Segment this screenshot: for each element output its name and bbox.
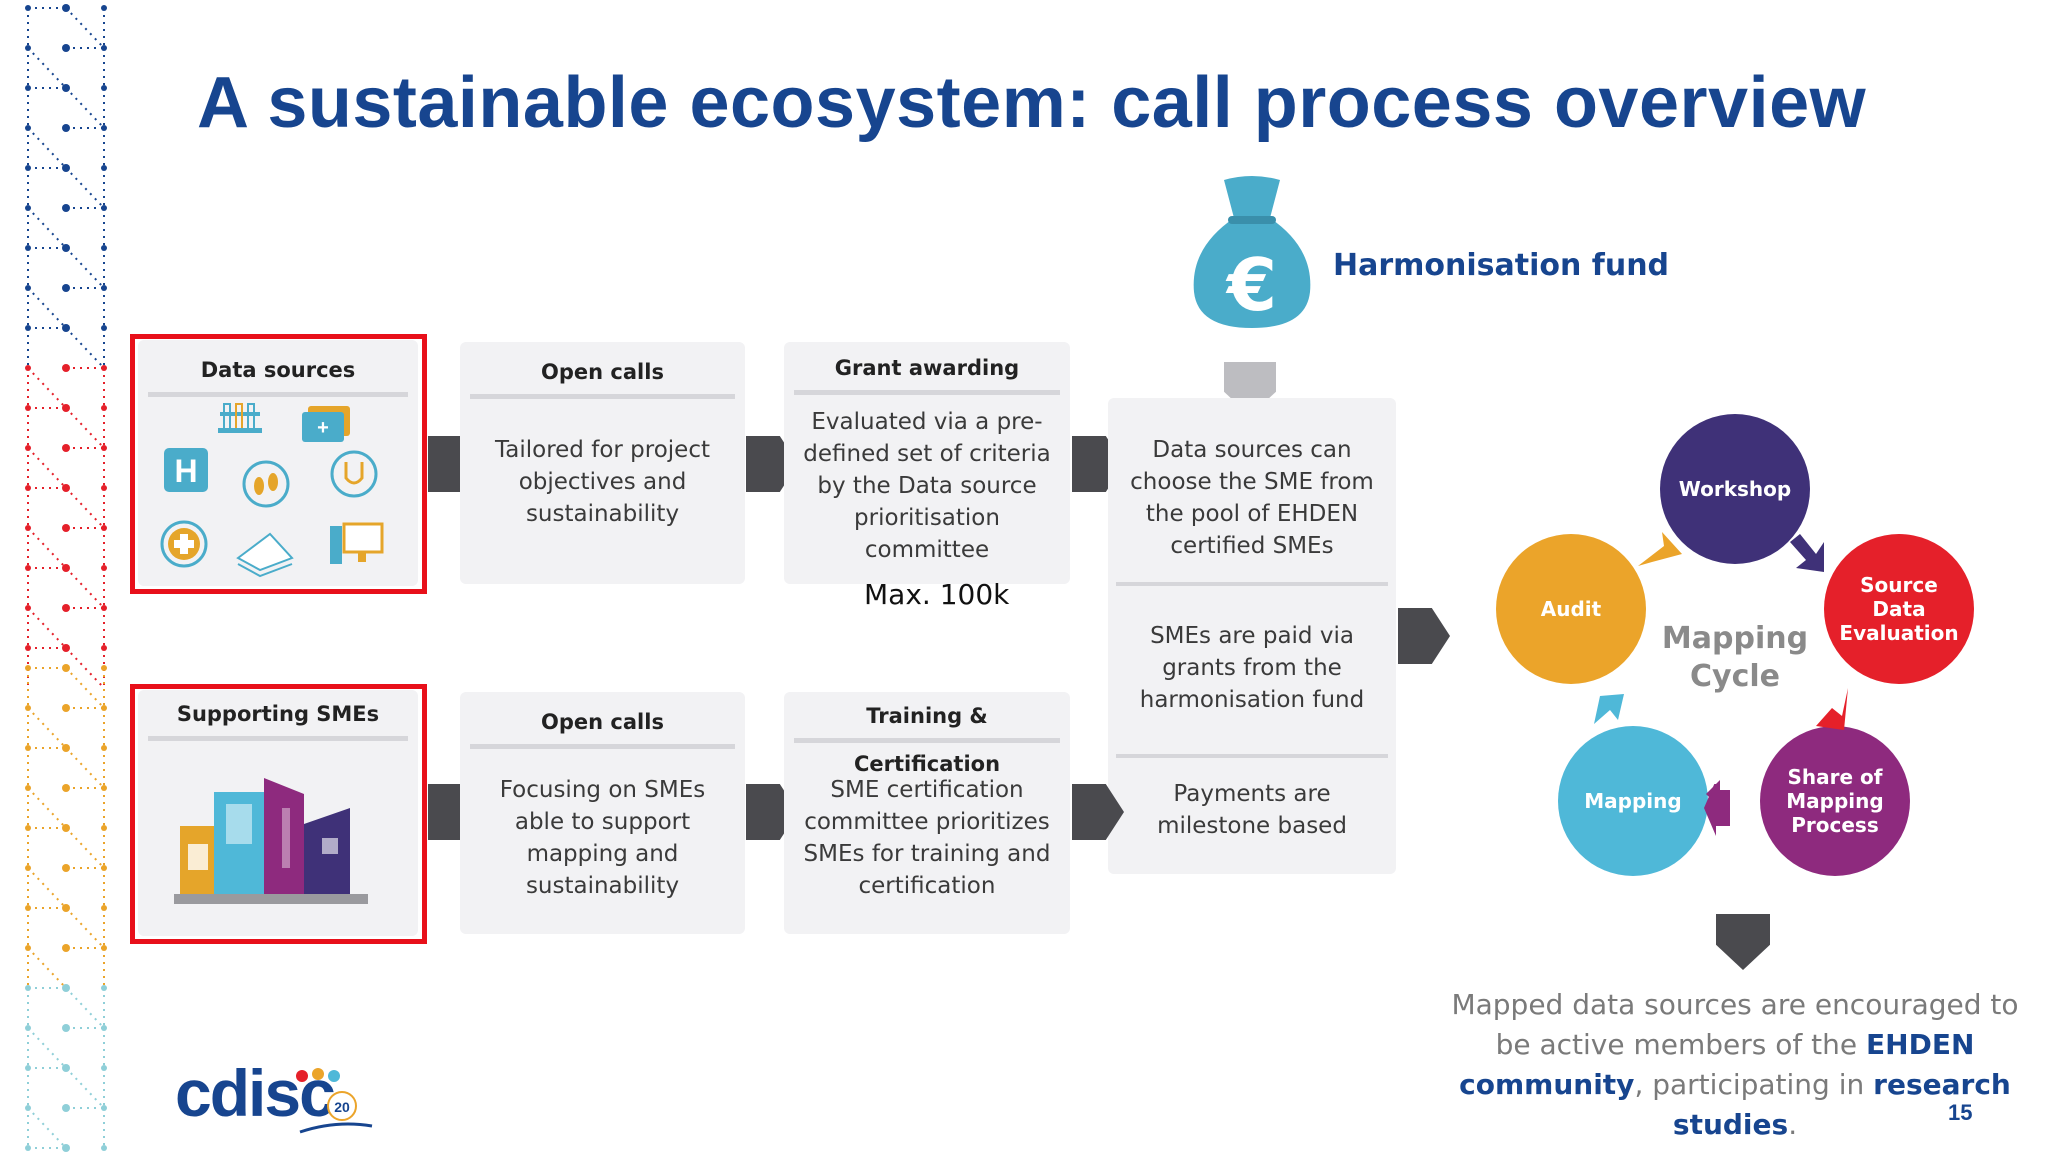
- open-calls-header-1: Open calls: [470, 348, 735, 399]
- cycle-workshop: Workshop: [1660, 414, 1810, 564]
- hospital-icon: H: [164, 448, 208, 492]
- first-aid-icon: [160, 520, 208, 568]
- anniversary-badge: 20: [334, 1099, 350, 1115]
- cycle-down-arrow: [1716, 914, 1770, 970]
- open-calls-box-2: Open calls Focusing on SMEs able to supp…: [460, 692, 745, 934]
- supporting-smes-highlight-frame: [130, 684, 427, 944]
- open-calls-box-1: Open calls Tailored for project objectiv…: [460, 342, 745, 584]
- cycle-audit: Audit: [1496, 534, 1646, 684]
- data-sources-box: Data sources + H: [138, 340, 418, 586]
- arrow-workshop-to-source: [1790, 534, 1824, 572]
- footer-text-part3: .: [1788, 1108, 1798, 1141]
- computer-icon: [330, 522, 384, 564]
- arrow-right: [1398, 608, 1450, 664]
- training-certification-text: SME certification committee prioritizes …: [803, 777, 1051, 899]
- open-calls-text-1: Tailored for project objectives and sust…: [495, 437, 710, 527]
- open-calls-header-2: Open calls: [470, 698, 735, 749]
- sme-selection-text-2: SMEs are paid via grants from the harmon…: [1139, 623, 1365, 713]
- arrow-source-to-share: [1816, 688, 1848, 730]
- page-number: 15: [1948, 1100, 1973, 1125]
- decorative-network-pattern: [25, 4, 107, 1152]
- open-calls-text-2: Focusing on SMEs able to support mapping…: [499, 777, 706, 899]
- cdisc-logo-decor: 20: [296, 1068, 373, 1134]
- arrow-audit-to-workshop: [1638, 532, 1682, 566]
- training-certification-header: Training & Certification: [794, 692, 1060, 776]
- stethoscope-icon: [330, 450, 378, 498]
- cycle-mapping: Mapping: [1558, 726, 1708, 876]
- grant-awarding-box: Grant awarding Evaluated via a pre-defin…: [784, 342, 1070, 584]
- cycle-arrows-extra: [1704, 784, 1730, 836]
- test-tubes-icon: [218, 403, 262, 433]
- max-grant-label: Max. 100k: [864, 578, 1010, 611]
- grant-awarding-header: Grant awarding: [794, 344, 1060, 395]
- sme-selection-text-1: Data sources can choose the SME from the…: [1130, 437, 1374, 559]
- medical-folder-icon: +: [302, 406, 350, 442]
- page-title: A sustainable ecosystem: call process ov…: [197, 63, 1867, 143]
- arrow-mapping-to-audit: [1594, 694, 1624, 724]
- svg-text:+: +: [317, 417, 329, 439]
- cdisc-logo: cdisc: [175, 1056, 336, 1130]
- research-studies-highlight: research studies: [1672, 1068, 2011, 1141]
- footer-text-part1: Mapped data sources are encouraged to be…: [1451, 988, 2019, 1061]
- data-sources-header: Data sources: [148, 346, 408, 397]
- mapping-cycle-label: Mapping Cycle: [1661, 621, 1809, 694]
- divider: [1116, 754, 1388, 758]
- footprints-icon: [242, 460, 290, 508]
- data-sources-icons: + H: [160, 403, 384, 578]
- sme-selection-text-3: Payments are milestone based: [1157, 781, 1347, 839]
- supporting-smes-box: Supporting SMEs: [138, 690, 418, 936]
- training-certification-box: Training & Certification SME certificati…: [784, 692, 1070, 934]
- city-buildings-icon: [174, 778, 368, 904]
- euro-symbol: €: [1225, 243, 1277, 327]
- divider: [1116, 582, 1388, 586]
- footer-text-part2: , participating in: [1634, 1068, 1874, 1101]
- cycle-source-data-evaluation: Source Data Evaluation: [1824, 534, 1974, 684]
- sme-selection-box: Data sources can choose the SME from the…: [1108, 398, 1396, 874]
- ehden-community-highlight: EHDEN community: [1459, 1028, 1975, 1101]
- ehden-community-note: Mapped data sources are encouraged to be…: [1440, 985, 2030, 1145]
- grant-awarding-text: Evaluated via a pre-defined set of crite…: [803, 409, 1051, 563]
- harmonisation-fund-label: Harmonisation fund: [1333, 248, 1670, 283]
- data-sources-highlight-frame: [130, 334, 427, 594]
- money-bag-euro-icon: €: [1193, 176, 1311, 328]
- cycle-share-of-mapping-process: Share of Mapping Process: [1760, 726, 1910, 876]
- supporting-smes-header: Supporting SMEs: [148, 690, 408, 741]
- paper-stack-icon: [236, 532, 294, 578]
- svg-text:H: H: [174, 453, 197, 489]
- cycle-arrows: [1594, 532, 1848, 808]
